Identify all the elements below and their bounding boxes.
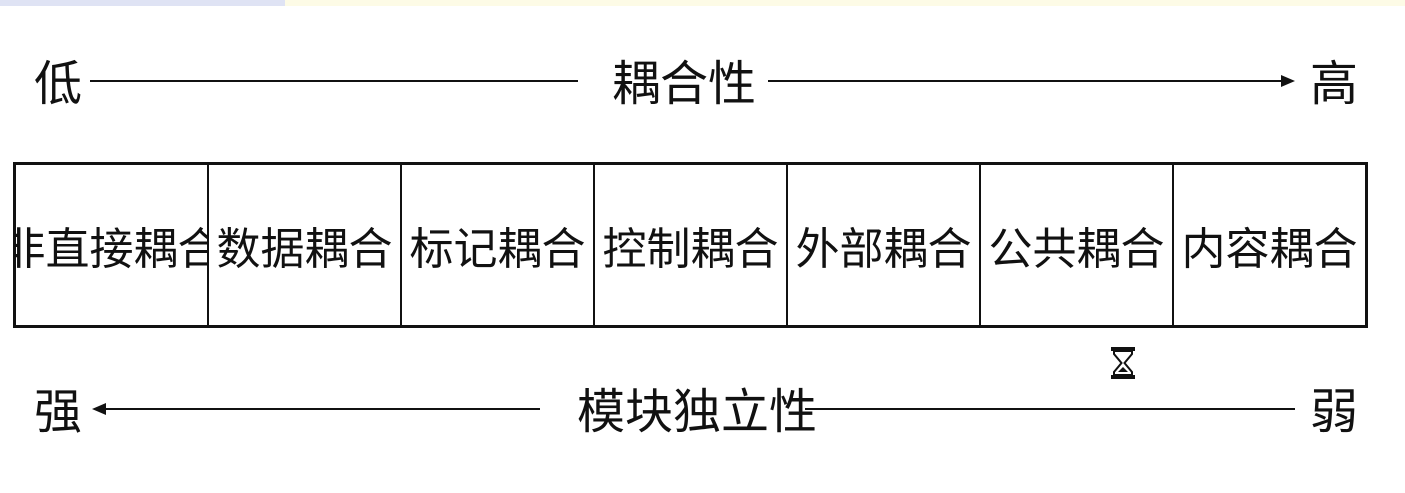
- coupling-low-label: 低: [34, 56, 83, 112]
- coupling-type-cell: 内容耦合: [1181, 224, 1358, 275]
- top-strip: [0, 0, 1405, 6]
- coupling-high-label: 高: [1310, 56, 1359, 112]
- independence-arrow-icon: [92, 403, 106, 415]
- coupling-axis-title: 耦合性: [612, 56, 757, 112]
- coupling-type-cell: 数据耦合: [209, 165, 402, 325]
- independence-axis-title: 模块独立性: [577, 384, 818, 440]
- coupling-type-cell: 标记耦合: [402, 165, 595, 325]
- coupling-type-cell: 公共耦合: [981, 165, 1174, 325]
- coupling-type-cell: 控制耦合: [595, 165, 788, 325]
- independence-strong-label: 强: [34, 384, 83, 440]
- coupling-type-cell: 外部耦合: [788, 165, 981, 325]
- coupling-axis-line-left: [90, 80, 578, 82]
- coupling-arrow-icon: [1281, 75, 1295, 87]
- top-strip-accent: [0, 0, 285, 6]
- hourglass-icon: [1111, 347, 1135, 379]
- coupling-type-cell: 非直接耦合: [16, 165, 209, 325]
- coupling-axis-line-right: [768, 80, 1283, 82]
- coupling-types-table: 非直接耦合 数据耦合 标记耦合 控制耦合 外部耦合 公共耦合 内容耦合: [13, 162, 1368, 328]
- independence-weak-label: 弱: [1310, 384, 1359, 440]
- independence-axis-line-left: [104, 408, 540, 410]
- independence-axis-line-right: [805, 408, 1295, 410]
